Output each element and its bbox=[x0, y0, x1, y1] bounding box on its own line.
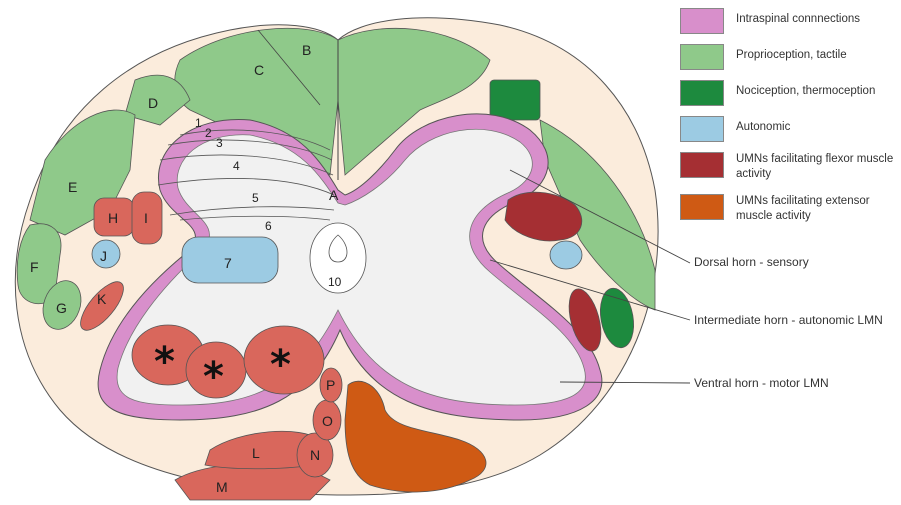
callout-intermediate-horn: Intermediate horn - autonomic LMN bbox=[694, 313, 883, 327]
label-n: N bbox=[310, 447, 320, 463]
legend-item: UMNs facilitating flexor muscle activity bbox=[680, 150, 895, 192]
legend-item: Intraspinal connnections bbox=[680, 6, 895, 42]
legend-item: Nociception, thermoception bbox=[680, 78, 895, 114]
lamina-label-3: 3 bbox=[216, 136, 223, 150]
label-o: O bbox=[322, 413, 333, 429]
label-m: M bbox=[216, 479, 228, 495]
label-g: G bbox=[56, 300, 67, 316]
callout-ventral-horn: Ventral horn - motor LMN bbox=[694, 376, 829, 390]
label-d: D bbox=[148, 95, 158, 111]
lamina-label-10: 10 bbox=[328, 275, 342, 289]
legend-label: Nociception, thermoception bbox=[736, 84, 896, 99]
legend-item: Autonomic bbox=[680, 114, 895, 150]
lamina-label-7: 7 bbox=[224, 255, 232, 271]
right-nociception-tract bbox=[490, 80, 540, 120]
label-a: A bbox=[329, 187, 339, 203]
legend-label: Autonomic bbox=[736, 120, 896, 135]
lmn-star-3: * bbox=[270, 342, 291, 388]
label-c: C bbox=[254, 62, 264, 78]
legend-swatch bbox=[680, 152, 724, 178]
lamina-label-6: 6 bbox=[265, 219, 272, 233]
legend-swatch bbox=[680, 116, 724, 142]
label-p: P bbox=[326, 377, 335, 393]
label-h: H bbox=[108, 210, 118, 226]
legend-label: Intraspinal connnections bbox=[736, 12, 896, 27]
lmn-star-1: * bbox=[154, 339, 175, 385]
lamina-label-2: 2 bbox=[205, 126, 212, 140]
legend-item: Proprioception, tactile bbox=[680, 42, 895, 78]
lamina-label-4: 4 bbox=[233, 159, 240, 173]
label-l: L bbox=[252, 445, 260, 461]
right-autonomic bbox=[550, 241, 582, 269]
lamina-label-1: 1 bbox=[195, 116, 202, 130]
legend-swatch bbox=[680, 44, 724, 70]
label-e: E bbox=[68, 179, 77, 195]
legend-swatch bbox=[680, 80, 724, 106]
label-b: B bbox=[302, 42, 311, 58]
label-f: F bbox=[30, 259, 39, 275]
legend: Intraspinal connnectionsProprioception, … bbox=[680, 6, 895, 234]
callout-dorsal-horn: Dorsal horn - sensory bbox=[694, 255, 809, 269]
legend-label: UMNs facilitating flexor muscle activity bbox=[736, 152, 896, 182]
legend-item: UMNs facilitating extensor muscle activi… bbox=[680, 192, 895, 234]
legend-swatch bbox=[680, 8, 724, 34]
label-j: J bbox=[100, 248, 107, 264]
legend-swatch bbox=[680, 194, 724, 220]
lamina-label-5: 5 bbox=[252, 191, 259, 205]
legend-label: UMNs facilitating extensor muscle activi… bbox=[736, 194, 896, 224]
lmn-star-2: * bbox=[203, 354, 224, 400]
legend-label: Proprioception, tactile bbox=[736, 48, 896, 63]
label-i: I bbox=[144, 210, 148, 226]
label-k: K bbox=[97, 291, 107, 307]
